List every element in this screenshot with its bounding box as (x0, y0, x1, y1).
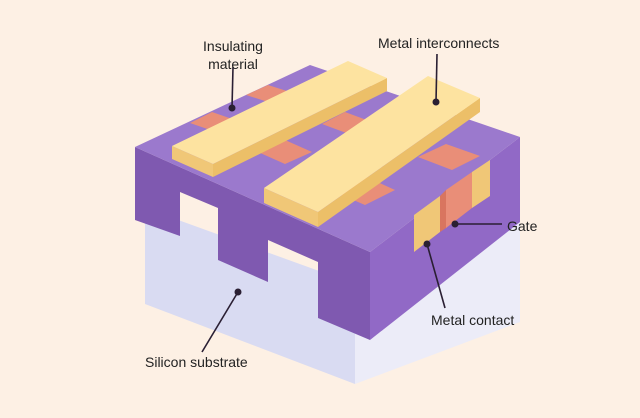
label-gate: Gate (507, 218, 538, 234)
metal-interconnect-top (172, 61, 387, 164)
leader-line-substrate (201, 291, 239, 353)
metal-interconnect-side (213, 78, 387, 177)
label-insulating-material: Insulating material (203, 38, 263, 72)
label-silicon-substrate: Silicon substrate (145, 354, 248, 370)
metal-interconnect-side (318, 98, 480, 227)
silicon-substrate-side (355, 222, 520, 384)
gate-strip (418, 144, 480, 170)
insulator-front-face (135, 147, 370, 340)
metal-contact-pad (414, 196, 440, 252)
leader-dot-substrate (234, 288, 242, 296)
label-metal-interconnects: Metal interconnects (378, 35, 500, 51)
leader-dot-gate (451, 220, 459, 228)
metal-interconnect-side (172, 146, 213, 177)
leader-dot-insulating (228, 104, 236, 112)
leader-line-interconnects (435, 53, 438, 103)
label-metal-contact: Metal contact (431, 312, 515, 328)
silicon-substrate-front (145, 208, 355, 384)
gate-contact-pad (446, 172, 472, 228)
gate-stripe-edge (440, 190, 446, 232)
metal-interconnect-top (264, 76, 480, 212)
metal-contact-pad (472, 160, 490, 208)
leader-line-insulating (231, 66, 234, 109)
gate-strip (246, 85, 290, 102)
leader-dot-interconnects (432, 98, 440, 106)
metal-interconnect-side (264, 188, 318, 227)
leader-dot-contact (423, 240, 431, 248)
leader-line-contact (426, 243, 446, 309)
